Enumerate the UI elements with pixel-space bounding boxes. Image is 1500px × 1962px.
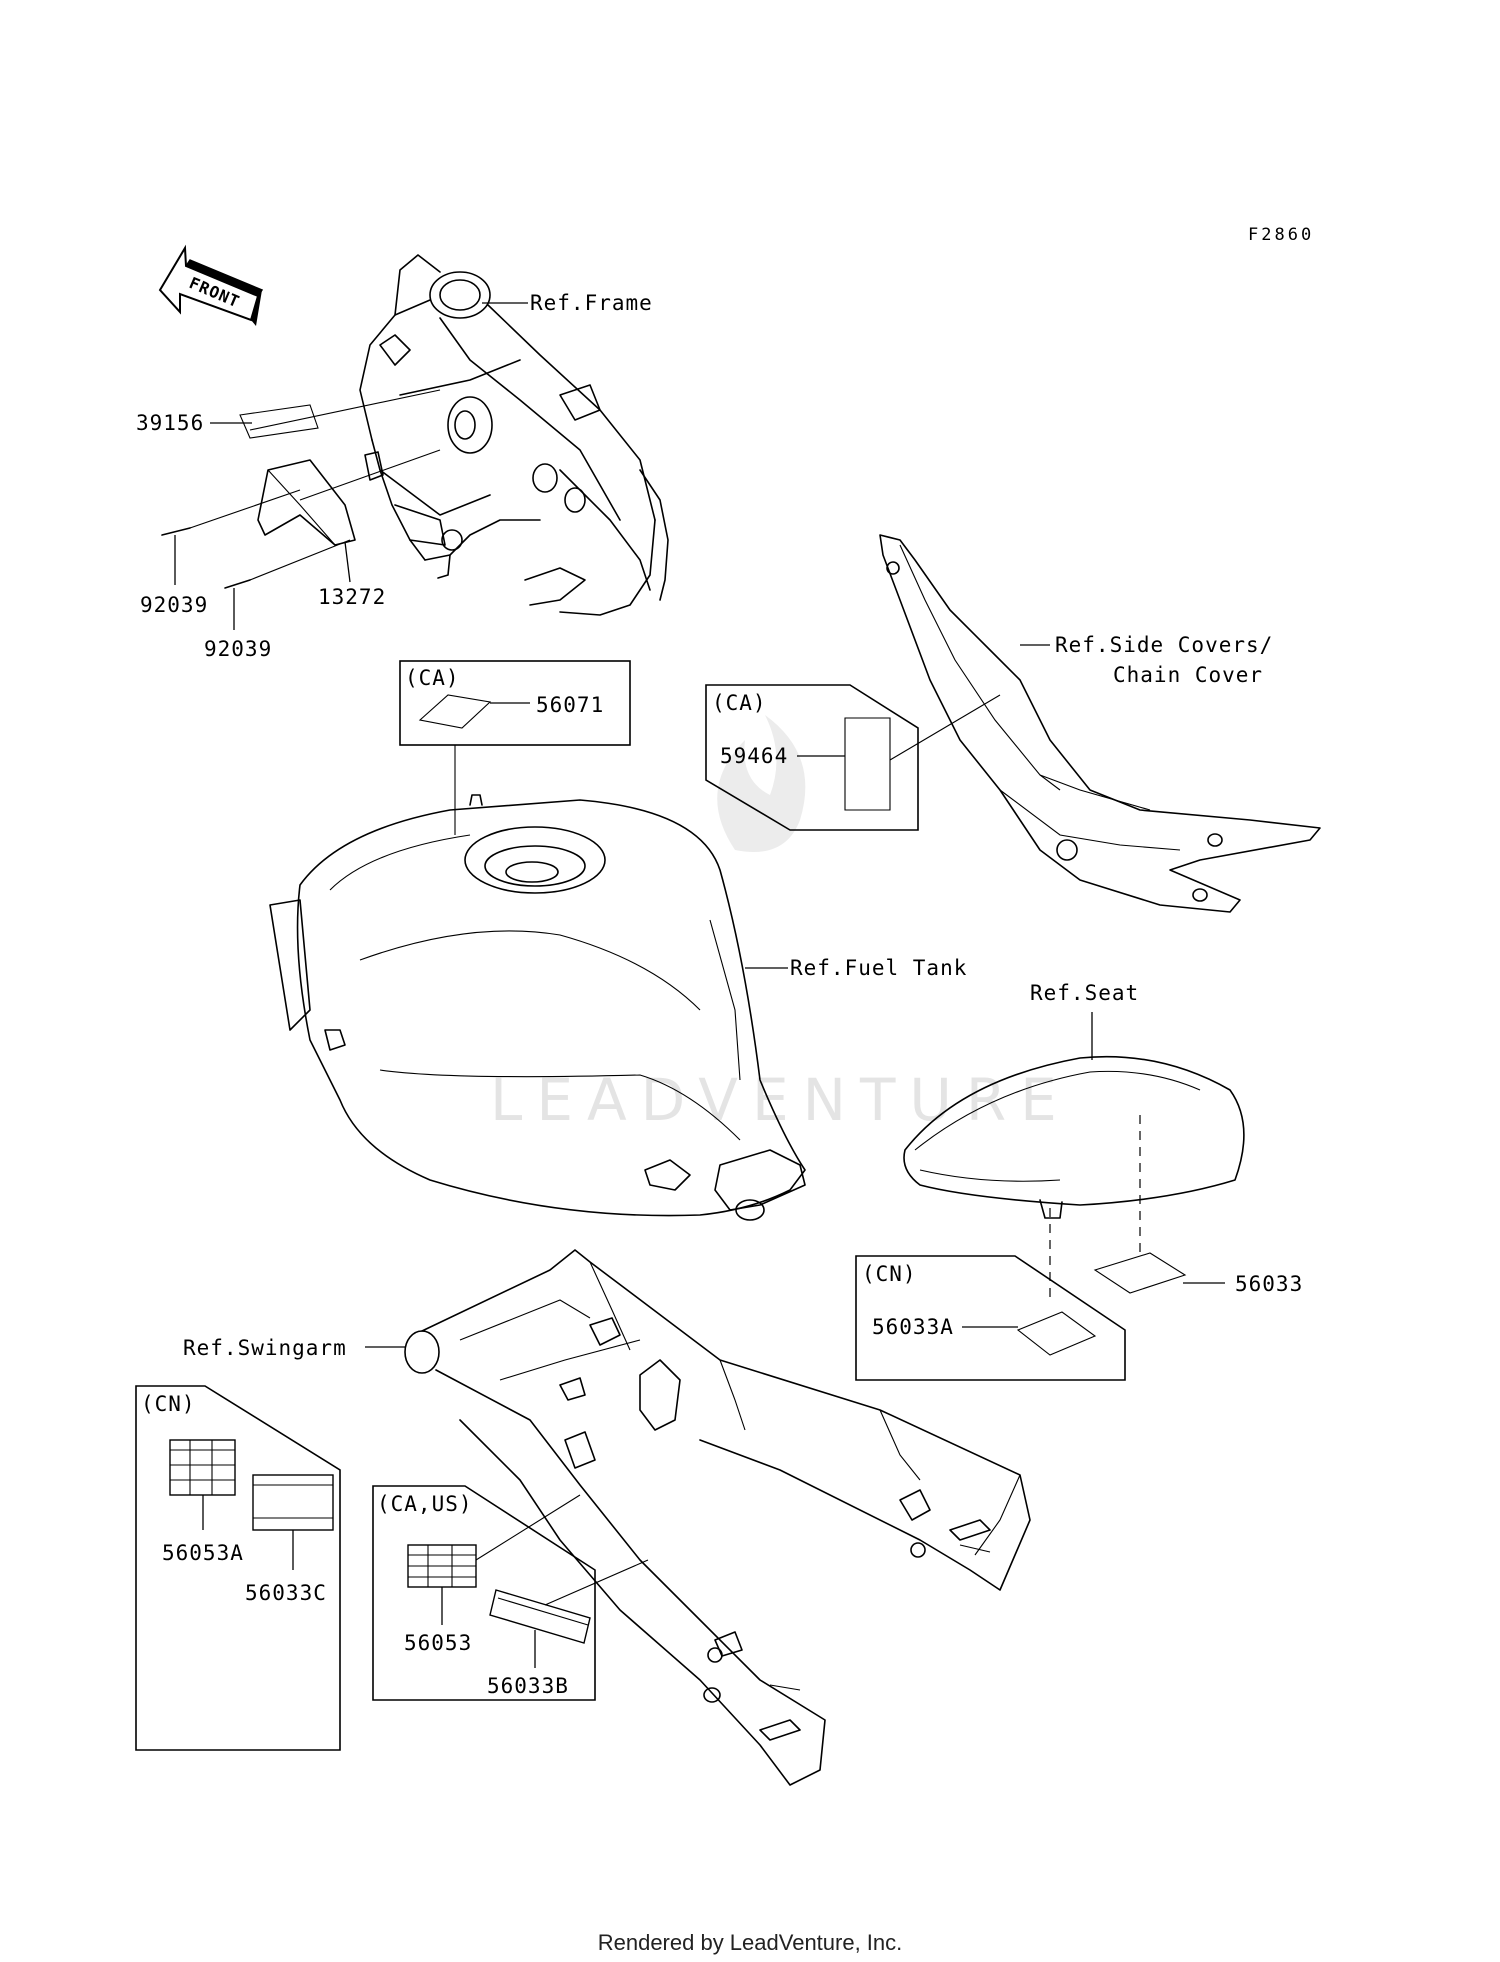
ref-frame-label: Ref.Frame xyxy=(530,291,653,315)
part-56053-shape xyxy=(407,1544,477,1588)
fuel-tank-drawing xyxy=(269,794,806,1221)
ca-us-swingarm-region: (CA,US) xyxy=(377,1492,473,1516)
ca-tank-region: (CA) xyxy=(405,666,460,690)
front-arrow-icon: FRONT xyxy=(158,244,264,326)
part-56071-label[interactable]: 56071 xyxy=(536,693,604,717)
frame-drawing xyxy=(359,254,669,616)
part-56033-label[interactable]: 56033 xyxy=(1235,1272,1303,1296)
part-39156-label[interactable]: 39156 xyxy=(136,411,204,435)
cn-swingarm-region: (CN) xyxy=(141,1392,196,1416)
ref-swingarm-label: Ref.Swingarm xyxy=(183,1336,347,1360)
ref-seat-label: Ref.Seat xyxy=(1030,981,1139,1005)
figure-id: F2860 xyxy=(1248,225,1314,245)
part-56053A-shape xyxy=(169,1439,236,1496)
ref-fuel-tank-label: Ref.Fuel Tank xyxy=(790,956,967,980)
seat-drawing xyxy=(903,1055,1245,1219)
footer-credit: Rendered by LeadVenture, Inc. xyxy=(597,1930,903,1955)
cn-swingarm-box xyxy=(135,1385,341,1751)
part-56033A-label[interactable]: 56033A xyxy=(872,1315,954,1339)
ca-side-box xyxy=(705,684,919,831)
part-13272-bracket xyxy=(257,459,356,546)
part-56033B-label[interactable]: 56033B xyxy=(487,1674,569,1698)
cn-seat-box xyxy=(855,1255,1126,1381)
part-56053A-label[interactable]: 56053A xyxy=(162,1541,244,1565)
part-56033C-shape xyxy=(252,1474,334,1531)
watermark: LEADVENTURE xyxy=(490,715,1057,1134)
cn-seat-region: (CN) xyxy=(862,1262,917,1286)
part-92039-lower-label[interactable]: 92039 xyxy=(204,637,272,661)
part-56033B-shape xyxy=(489,1589,591,1644)
part-59464-label[interactable]: 59464 xyxy=(720,744,788,768)
swingarm-drawing xyxy=(404,1249,1031,1786)
side-covers-drawing xyxy=(879,534,1321,913)
part-59464-shape xyxy=(844,717,891,811)
ref-side-covers-line1: Ref.Side Covers/ xyxy=(1055,633,1273,657)
ca-side-region: (CA) xyxy=(712,691,767,715)
ca-us-swingarm-box xyxy=(372,1485,596,1701)
part-56033-shape xyxy=(1093,1252,1187,1294)
ca-tank-box xyxy=(399,660,631,746)
part-56033C-label[interactable]: 56033C xyxy=(245,1581,327,1605)
part-92039-upper-label[interactable]: 92039 xyxy=(140,593,208,617)
part-56071-shape xyxy=(418,694,492,729)
ref-side-covers-line2: Chain Cover xyxy=(1113,663,1263,687)
part-56033A-shape xyxy=(1016,1311,1097,1356)
part-13272-label[interactable]: 13272 xyxy=(318,585,386,609)
part-39156-shape xyxy=(239,404,319,439)
part-56053-label[interactable]: 56053 xyxy=(404,1631,472,1655)
